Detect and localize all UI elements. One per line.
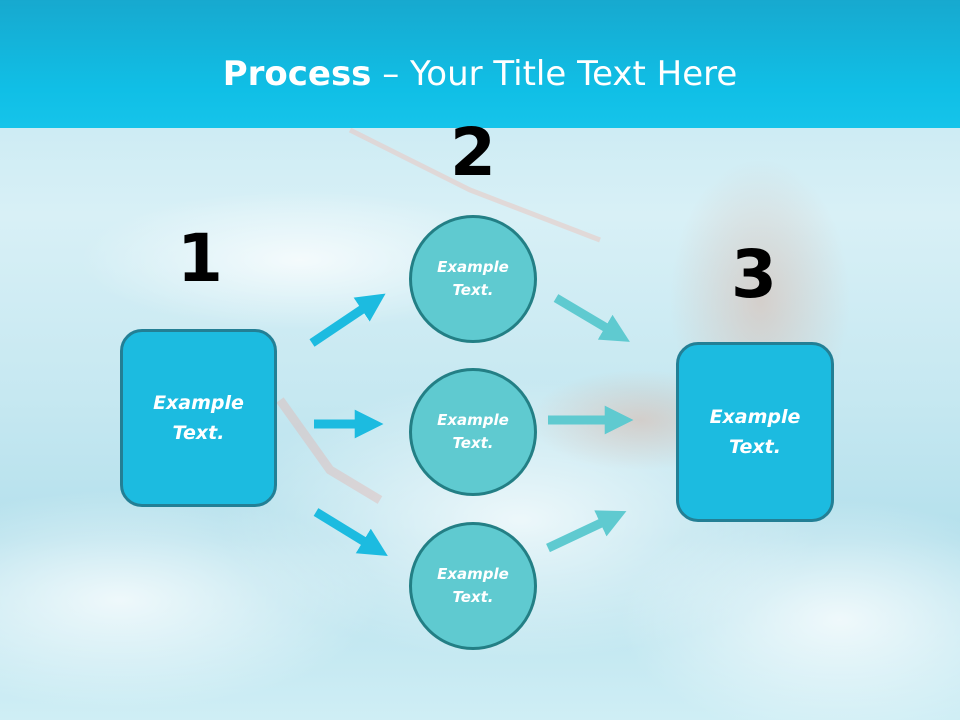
step-number-3: 3 xyxy=(731,236,777,313)
left-box-text: Example Text. xyxy=(153,392,244,444)
title-bar xyxy=(0,0,960,128)
arrow-bottom-to-right xyxy=(546,510,627,553)
step-number-1: 1 xyxy=(177,220,223,297)
left-box[interactable]: Example Text. xyxy=(120,329,277,507)
title-rest: – Your Title Text Here xyxy=(371,54,738,94)
arrow-top-to-right xyxy=(553,294,630,342)
circle-middle-text: Example Text. xyxy=(437,411,509,452)
circle-middle[interactable]: Example Text. xyxy=(409,368,537,496)
circle-bottom[interactable]: Example Text. xyxy=(409,522,537,650)
circle-top[interactable]: Example Text. xyxy=(409,215,537,343)
slide-title[interactable]: Process – Your Title Text Here xyxy=(0,52,960,96)
circle-bottom-text: Example Text. xyxy=(437,565,509,606)
circle-top-text: Example Text. xyxy=(437,258,509,299)
right-box-text: Example Text. xyxy=(709,406,801,458)
arrow-left-to-bottom xyxy=(313,508,388,557)
step-number-2: 2 xyxy=(450,114,496,191)
right-box[interactable]: Example Text. xyxy=(676,342,834,522)
arrow-left-to-top xyxy=(309,293,386,347)
title-bold: Process xyxy=(222,54,372,94)
